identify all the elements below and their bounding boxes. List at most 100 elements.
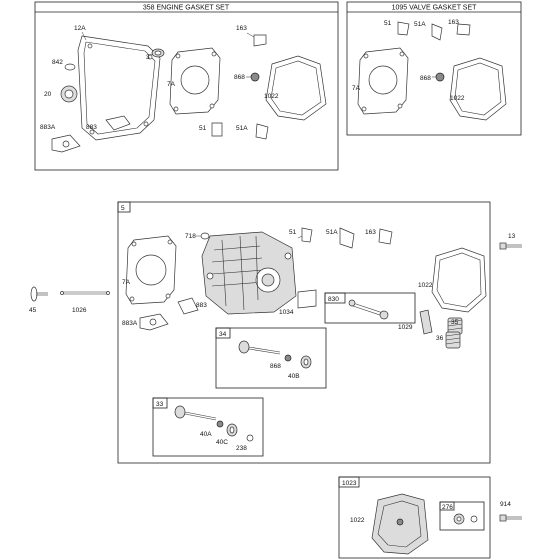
breather-group: 830 <box>324 292 416 324</box>
label-3: 3 <box>146 54 150 61</box>
cover-seal-subgroup: 276 <box>439 501 485 531</box>
main-label-51a: 51A <box>326 229 338 236</box>
main-label-40b: 40B <box>288 373 300 380</box>
valve-set-label-51a: 51A <box>414 21 426 28</box>
main-label-163: 163 <box>365 229 376 236</box>
valve-set-seal-868 <box>435 72 445 82</box>
main-label-1034: 1034 <box>279 309 294 316</box>
outside-label-13: 13 <box>508 233 516 240</box>
assembly-tag-5: 5 <box>121 205 125 212</box>
valve-gasket-set-title: 1095 VALVE GASKET SET <box>392 5 478 12</box>
main-gasket-163 <box>378 228 393 245</box>
label-51: 51 <box>199 125 207 132</box>
main-label-883a: 883A <box>122 320 138 327</box>
cover-screw <box>499 514 522 522</box>
main-gasket-883 <box>177 297 199 315</box>
exhaust-valve-seal <box>284 354 292 362</box>
assembly-tag-1023: 1023 <box>342 480 357 487</box>
label-163: 163 <box>236 25 247 32</box>
main-label-40a: 40A <box>200 431 212 438</box>
bracket-1034 <box>297 289 317 309</box>
intake-valve <box>174 405 186 419</box>
outside-label-1022: 1022 <box>350 517 365 524</box>
main-label-238: 238 <box>236 445 247 452</box>
label-842: 842 <box>52 59 63 66</box>
intake-valve-group-frame <box>152 397 264 457</box>
cylinder-head-assembly-panel: 5 <box>117 201 491 464</box>
assembly-tag-34: 34 <box>219 331 227 338</box>
label-20: 20 <box>44 91 52 98</box>
crankcase-gasket <box>77 35 161 141</box>
main-label-7a: 7A <box>122 279 131 286</box>
main-head-gasket <box>125 235 177 305</box>
main-gasket-51 <box>301 227 313 243</box>
exhaust-valve <box>238 340 250 354</box>
main-label-1029: 1029 <box>398 324 413 331</box>
rocker-cover <box>371 493 429 555</box>
valve-seal-868 <box>250 72 260 82</box>
exhaust-valve-group: 34 868 40B <box>215 327 327 389</box>
cover-gasket <box>265 55 327 121</box>
main-label-868: 868 <box>270 363 281 370</box>
valve-set-label-163: 163 <box>448 19 459 26</box>
label-883: 883 <box>86 124 97 131</box>
valve-set-gasket-51a <box>431 23 443 41</box>
intake-valve-seal <box>216 420 224 428</box>
outside-parts: 13 45 1026 1023 1022 <box>29 233 522 559</box>
push-rod <box>30 286 110 302</box>
valve-set-cover-gasket <box>449 57 507 121</box>
breather-group-frame <box>324 292 416 324</box>
main-cover-gasket <box>431 247 487 313</box>
label-7a: 7A <box>167 81 176 88</box>
valve-set-gasket-163 <box>456 23 471 36</box>
gasket-51 <box>211 122 223 137</box>
intake-valve-group: 33 40A 40C 238 <box>152 397 264 457</box>
main-gasket-51a <box>339 227 355 249</box>
main-label-40c: 40C <box>216 439 228 446</box>
gasket-883 <box>105 115 131 131</box>
outside-label-914: 914 <box>500 501 511 508</box>
label-51a: 51A <box>236 125 248 132</box>
cover-washer <box>470 515 478 523</box>
main-label-36: 36 <box>436 335 444 342</box>
engine-gasket-set-frame <box>34 1 339 171</box>
assembly-tag-33: 33 <box>156 401 164 408</box>
gasket-51a <box>255 123 269 140</box>
head-bolt <box>499 242 522 250</box>
engine-gasket-set-panel: 358 ENGINE GASKET SET <box>34 1 339 171</box>
main-label-35: 35 <box>451 319 459 326</box>
rocker-cover-group: 1023 1022 276 <box>338 476 491 559</box>
rocker-1029 <box>419 309 433 335</box>
valve-set-label-7a: 7A <box>352 85 361 92</box>
intake-valve-cap <box>246 434 254 442</box>
head-gasket <box>169 47 221 115</box>
rocker-cover-group-frame <box>338 476 491 559</box>
valve-set-label-868: 868 <box>420 75 431 82</box>
assembly-tag-830: 830 <box>328 296 339 303</box>
main-label-1022: 1022 <box>418 282 433 289</box>
outside-label-45: 45 <box>29 307 37 314</box>
main-label-51: 51 <box>289 229 297 236</box>
label-868: 868 <box>234 74 245 81</box>
dowel-pin <box>200 232 210 240</box>
valve-gasket-set-frame <box>346 1 522 136</box>
cylinder-head-assembly-frame <box>117 201 491 464</box>
label-1022: 1022 <box>264 93 279 100</box>
cover-seal-subgroup-frame <box>439 501 485 531</box>
valve-set-gasket-51 <box>397 21 410 36</box>
small-gasket-163 <box>253 34 267 47</box>
assembly-tag-276: 276 <box>442 504 453 511</box>
valve-gasket-set-panel: 1095 VALVE GASKET SET 51 51A 163 7A 868 … <box>346 1 522 136</box>
main-label-883: 883 <box>196 302 207 309</box>
exhaust-valve-group-frame <box>215 327 327 389</box>
valve-spring-36 <box>445 331 461 349</box>
valve-set-label-1022: 1022 <box>450 95 465 102</box>
engine-gasket-set-title: 358 ENGINE GASKET SET <box>143 5 230 12</box>
main-label-718: 718 <box>185 233 196 240</box>
label-883a: 883A <box>40 124 56 131</box>
outside-label-1026: 1026 <box>72 307 87 314</box>
small-o-ring <box>64 63 76 71</box>
label-12a: 12A <box>74 25 86 32</box>
cylinder-head <box>201 231 297 315</box>
